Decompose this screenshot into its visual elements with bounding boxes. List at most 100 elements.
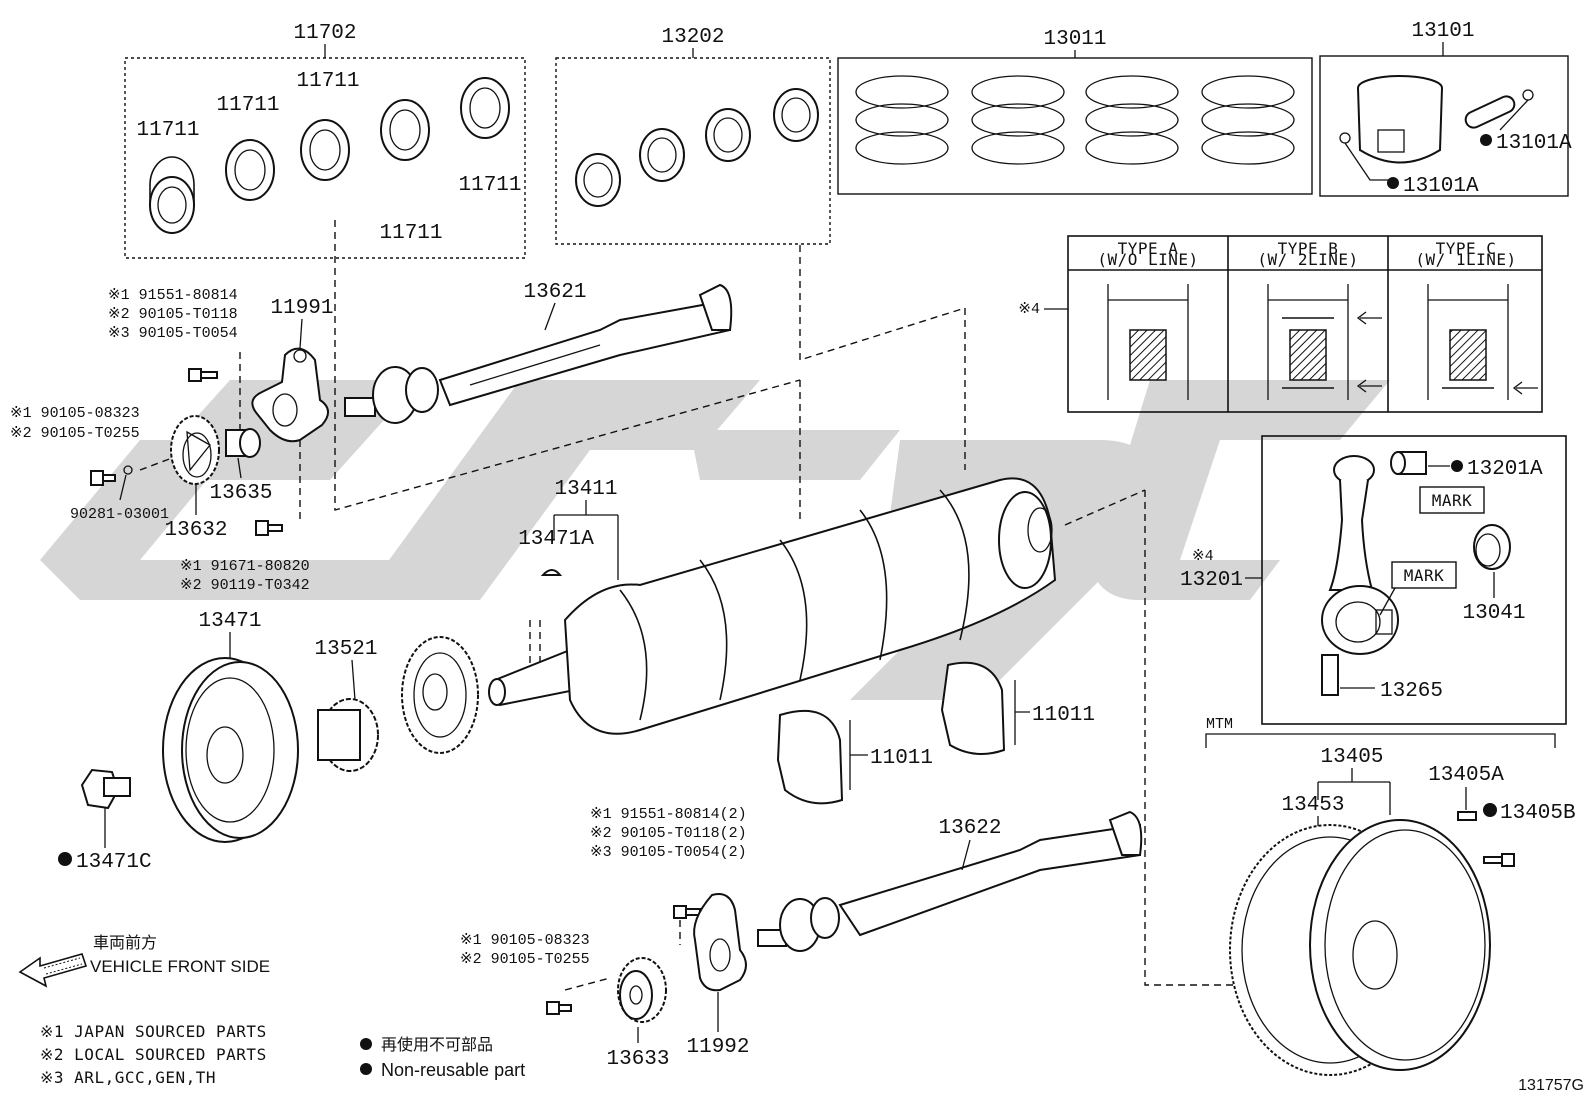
- type-table-note: ※4: [1018, 301, 1040, 318]
- group-13101-box: [1319, 55, 1569, 197]
- vehicle-front-en: VEHICLE FRONT SIDE: [90, 957, 270, 976]
- bolt-label: ※2 90119-T0342: [180, 577, 310, 594]
- part-label-13405A: 13405A: [1428, 764, 1504, 787]
- group-11702: 11702 11711 11711 11711 11711 11711: [124, 22, 526, 259]
- part-note-13201: ※4: [1192, 548, 1214, 565]
- plate-11991-icon: [251, 347, 329, 443]
- flywheel-icon: [1229, 819, 1491, 1076]
- group-11702-number: 11702: [293, 22, 356, 45]
- bearing-13041-icon: [1473, 524, 1511, 570]
- bolt-label: ※1 91551-80814(2): [590, 806, 747, 823]
- part-label-13633: 13633: [606, 1048, 669, 1071]
- mark-label: MARK: [1404, 566, 1445, 585]
- bolt-label: ※2 90105-T0118: [108, 306, 238, 323]
- bolt-13471C-icon: [80, 768, 131, 810]
- part-label-11992: 11992: [686, 1036, 749, 1059]
- bolt-icon: [255, 520, 283, 536]
- group-13011-number: 13011: [1043, 28, 1106, 51]
- bolt-icon: [188, 368, 218, 382]
- part-label-13471C: 13471C: [76, 851, 152, 874]
- piston-icon: [1339, 75, 1534, 181]
- group-13101-number: 13101: [1411, 20, 1474, 43]
- group-13101: 13101 13101A 13101A: [1319, 20, 1572, 198]
- mark-box: [1391, 561, 1457, 589]
- washer-icon: [123, 465, 133, 475]
- part-label-11711: 11711: [296, 70, 359, 93]
- part-label-11711: 11711: [458, 174, 521, 197]
- bolt-icon: [90, 470, 116, 486]
- bolt-labels-mid: ※1 91551-80814(2) ※2 90105-T0118(2) ※3 9…: [590, 806, 747, 861]
- source-note: ※2 LOCAL SOURCED PARTS: [40, 1045, 267, 1064]
- part-label-13041: 13041: [1462, 602, 1525, 625]
- bushing-13635-icon: [225, 428, 261, 458]
- sprocket-13521-icon: [317, 636, 479, 772]
- pin-13405A-icon: [1457, 811, 1477, 821]
- vehicle-front-jp: 車両前方: [93, 933, 157, 952]
- part-label-13201: 13201: [1180, 569, 1243, 592]
- part-label-13265: 13265: [1380, 680, 1443, 703]
- bolt-labels-left: ※1 90105-08323 ※2 90105-T0255: [10, 405, 140, 442]
- type-b-title: TYPE B: [1278, 239, 1339, 258]
- bolt-label: ※2 90105-T0255: [10, 425, 140, 442]
- part-label-90281-03001: 90281-03001: [70, 506, 169, 523]
- part-label-11711: 11711: [136, 119, 199, 142]
- vehicle-front-arrow-icon: [18, 953, 88, 988]
- bolt-label: ※1 91671-80820: [180, 558, 310, 575]
- gear-13633-icon: [617, 957, 667, 1023]
- bolt-label: ※2 90105-T0255: [460, 951, 590, 968]
- crankshaft-icon: [488, 477, 1057, 735]
- part-label-13521: 13521: [314, 638, 377, 661]
- part-label-13471: 13471: [198, 610, 261, 633]
- thrust-washer-icon: [776, 661, 1006, 805]
- pulley-13471-icon: [162, 657, 299, 843]
- part-label-13201A: 13201A: [1467, 458, 1543, 481]
- key-13471A-icon: [540, 569, 563, 576]
- type-a-title: TYPE A: [1118, 239, 1179, 258]
- bolt-icon: [673, 905, 701, 919]
- connecting-rod-icon: [1321, 455, 1399, 696]
- plate-11992-icon: [693, 893, 747, 992]
- bolt-labels-bottom: ※1 91671-80820 ※2 90119-T0342: [180, 558, 310, 594]
- bolt-icon: [546, 1001, 572, 1015]
- part-label-13405: 13405: [1320, 746, 1383, 769]
- group-13202: 13202: [555, 26, 831, 245]
- part-label-13471A: 13471A: [518, 528, 594, 551]
- non-reusable-dot-icon: [1387, 177, 1399, 189]
- part-label-11011: 11011: [870, 747, 933, 770]
- non-reusable-jp: 再使用不可部品: [381, 1035, 493, 1054]
- bolt-label: ※3 90105-T0054(2): [590, 844, 747, 861]
- part-label-11991: 11991: [270, 297, 333, 320]
- non-reusable-dot-icon: [58, 852, 72, 866]
- non-reusable-en: Non-reusable part: [381, 1060, 525, 1080]
- type-b-subtitle: (W/ 2LINE): [1257, 250, 1358, 269]
- mark-box: [1419, 486, 1485, 514]
- bolt-labels-low: ※1 90105-08323 ※2 90105-T0255: [460, 932, 590, 968]
- group-13011: 13011: [837, 28, 1313, 195]
- part-label-13622: 13622: [938, 817, 1001, 840]
- non-reusable-dot-icon: [1451, 460, 1463, 472]
- group-11702-box: [124, 57, 526, 259]
- bolt-icon: [1483, 853, 1515, 867]
- group-13202-number: 13202: [661, 26, 724, 49]
- non-reusable-dot-icon: [1480, 134, 1492, 146]
- part-label-13635: 13635: [209, 482, 272, 505]
- part-label-11011: 11011: [1032, 704, 1095, 727]
- non-reusable-dot-icon: [1483, 803, 1497, 817]
- mtm-label: MTM: [1206, 716, 1233, 733]
- part-label-13101A: 13101A: [1403, 175, 1479, 198]
- group-13011-box: [837, 57, 1313, 195]
- part-label-13411: 13411: [554, 478, 617, 501]
- bolt-label: ※1 91551-80814: [108, 287, 238, 304]
- part-label-11711: 11711: [216, 94, 279, 117]
- balance-shaft-13621-icon: [344, 283, 733, 424]
- guide-lines: [139, 220, 1250, 991]
- balance-shaft-13622-icon: [757, 810, 1143, 952]
- bolt-label: ※2 90105-T0118(2): [590, 825, 747, 842]
- part-label-13621: 13621: [523, 281, 586, 304]
- type-a-subtitle: (W/O LINE): [1097, 250, 1198, 269]
- part-label-11711: 11711: [379, 222, 442, 245]
- piston-ring-icon: [855, 75, 1295, 165]
- main-bearing-icon: [149, 77, 510, 234]
